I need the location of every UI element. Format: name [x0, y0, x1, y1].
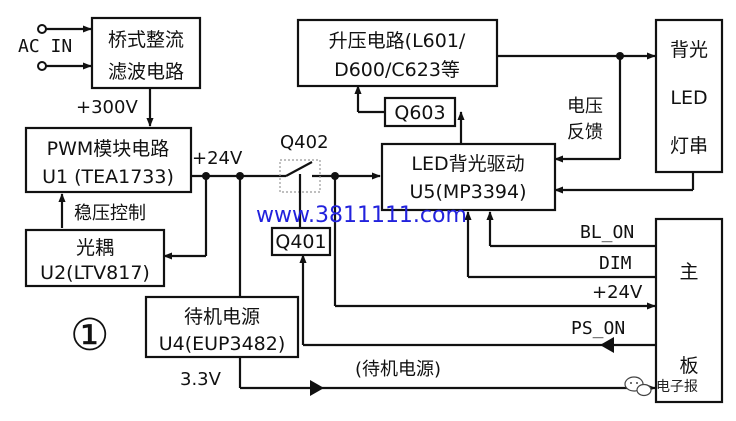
- dim-label: DIM: [599, 253, 632, 274]
- wire-dim: [464, 211, 655, 279]
- wire-ps-on: [299, 254, 655, 353]
- standby-line1: 待机电源: [184, 306, 260, 328]
- ac-in-label: AC IN: [18, 36, 72, 57]
- led-driver-block: LED背光驱动 U5(MP3394): [380, 142, 557, 212]
- feedback-label-2: 反馈: [567, 122, 603, 143]
- driver-line2: U5(MP3394): [409, 181, 526, 203]
- wire-boost-led: [497, 52, 656, 60]
- q401-label: Q401: [275, 231, 326, 253]
- ac-terminal-top: [37, 24, 47, 34]
- mainboard-block: 主 板: [654, 217, 724, 404]
- standby-power-block: 待机电源 U4(EUP3482): [144, 295, 300, 359]
- regulation-label: 稳压控制: [74, 203, 146, 224]
- wechat-icon: [624, 376, 652, 397]
- q603-block: Q603: [383, 96, 457, 128]
- pwm-line1: PWM模块电路: [47, 138, 170, 160]
- rectifier-block: 桥式整流 滤波电路: [90, 16, 202, 90]
- opto-line1: 光耦: [76, 237, 114, 259]
- pwm-line2: U1 (TEA1733): [42, 166, 174, 188]
- wire-q603-boost: [354, 85, 385, 114]
- q603-label: Q603: [394, 102, 445, 124]
- wire-led-return: [554, 172, 695, 194]
- ac-terminal-bottom: [37, 61, 47, 71]
- standby-line2: U4(EUP3482): [159, 333, 286, 355]
- q402-label: Q402: [280, 132, 329, 153]
- optocoupler-block: 光耦 U2(LTV817): [24, 228, 166, 288]
- led-line2: LED: [670, 87, 707, 109]
- v24-main-label: +24V: [592, 282, 643, 303]
- wire-3v3: [238, 357, 656, 396]
- boost-block: 升压电路(L601/ D600/C623等: [296, 18, 499, 88]
- watermark-text: www.3811111.com: [256, 203, 467, 228]
- led-string-block: 背光 LED 灯串: [654, 18, 724, 174]
- led-line3: 灯串: [670, 135, 708, 157]
- v33-label: 3.3V: [180, 369, 222, 390]
- bl-on-label: BL_ON: [580, 222, 634, 243]
- mainboard-line2: 板: [679, 355, 698, 377]
- bus-24v: [163, 159, 656, 310]
- standby-note-label: (待机电源): [355, 359, 441, 380]
- q401-block: Q401: [270, 226, 332, 257]
- ps-on-label: PS_ON: [571, 318, 625, 339]
- feedback-label-1: 电压: [567, 96, 603, 117]
- figure-number: ①: [70, 310, 109, 361]
- rectifier-line2: 滤波电路: [108, 61, 184, 83]
- wire-bl-on: [486, 211, 655, 248]
- ac-input-wires: [37, 24, 92, 71]
- v300-label: +300V: [76, 97, 138, 118]
- pwm-block: PWM模块电路 U1 (TEA1733): [24, 126, 193, 194]
- brand-text: 电子报: [656, 379, 698, 395]
- mainboard-line1: 主: [679, 261, 698, 283]
- driver-line1: LED背光驱动: [411, 153, 524, 175]
- opto-line2: U2(LTV817): [40, 262, 150, 284]
- boost-line2: D600/C623等: [334, 59, 460, 81]
- v24-label: +24V: [192, 148, 243, 169]
- led-line1: 背光: [670, 39, 708, 61]
- brand-mark: 电子报: [624, 376, 698, 397]
- rectifier-line1: 桥式整流: [108, 29, 184, 51]
- boost-line1: 升压电路(L601/: [329, 30, 466, 52]
- wire-feedback: [554, 56, 622, 163]
